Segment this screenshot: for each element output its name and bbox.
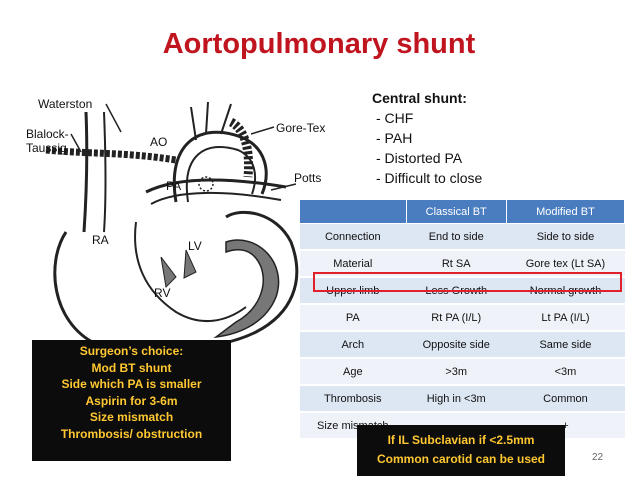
table-row: Material Rt SA Gore tex (Lt SA) <box>299 250 625 278</box>
page-number: 22 <box>592 452 604 463</box>
table-header-modified: Modified BT <box>505 199 626 224</box>
callout-line: Aspirin for 3-6m <box>85 393 178 408</box>
goretex-arrow <box>250 126 275 135</box>
pulmonary-artery-inner <box>150 191 282 205</box>
central-shunt-item: - PAH <box>376 130 413 146</box>
table-cell-feature: Age <box>299 358 407 386</box>
note-line: Common carotid can be used <box>376 452 546 466</box>
heart-outline <box>53 210 299 353</box>
central-shunt-item: - CHF <box>376 110 414 126</box>
gore-tex-graft <box>228 117 254 178</box>
aortic-arch-outline <box>172 130 268 203</box>
table-cell-modified: <3m <box>506 358 625 386</box>
table-cell-classical: Opposite side <box>406 331 507 359</box>
table-cell-feature: Thrombosis <box>299 385 407 413</box>
vena-cava <box>82 111 89 233</box>
callout-line: Thrombosis/ obstruction <box>60 426 203 441</box>
table-cell-feature: Arch <box>299 331 407 359</box>
label-lv: LV <box>188 239 202 253</box>
central-shunt-item: - Difficult to close <box>376 170 483 186</box>
callout-line: Side which PA is smaller <box>61 377 202 391</box>
table-row-highlighted: Upper limb Less Growth Normal growth <box>299 277 625 305</box>
table-cell-classical: Rt PA (I/L) <box>406 304 507 332</box>
slide-title: Aortopulmonary shunt <box>162 28 476 60</box>
left-ventricle-wall <box>213 239 280 339</box>
aortic-arch-inner <box>185 145 256 203</box>
label-goretex: Gore-Tex <box>276 121 325 135</box>
surgeon-choice-callout: Surgeon’s choice: Mod BT shunt Side whic… <box>32 340 231 461</box>
table-header-blank <box>299 199 407 224</box>
table-cell-modified: Normal growth <box>506 277 625 305</box>
table-cell-classical: Less Growth <box>406 277 507 305</box>
label-rv: RV <box>154 286 170 300</box>
potts-arrow <box>270 183 297 191</box>
table-row: PA Rt PA (I/L) Lt PA (I/L) <box>299 304 625 332</box>
callout-line: Surgeon’s choice: <box>79 344 184 358</box>
subclavian-note-callout: If IL Subclavian if <2.5mm Common caroti… <box>357 425 565 476</box>
table-cell-feature: PA <box>299 304 407 332</box>
pulmonary-artery <box>145 178 287 194</box>
label-potts: Potts <box>294 171 321 185</box>
waterston-arrow <box>105 103 122 133</box>
table-cell-classical: High in <3m <box>406 385 507 413</box>
table-cell-classical: End to side <box>406 223 507 251</box>
table-cell-modified: Gore tex (Lt SA) <box>506 250 625 278</box>
table-row: Age >3m <3m <box>299 358 625 386</box>
callout-line: Size mismatch <box>89 410 174 424</box>
label-pa: PA <box>166 179 181 193</box>
note-line: If IL Subclavian if <2.5mm <box>387 433 535 447</box>
blalock-taussig-shunt <box>45 146 177 164</box>
table-row: Arch Opposite side Same side <box>299 331 625 359</box>
bt-shunt-comparison-table: Classical BT Modified BT Connection End … <box>299 199 626 440</box>
shunt-site-circle <box>198 176 214 192</box>
label-waterston: Waterston <box>38 97 92 111</box>
valve-leaflets <box>160 249 197 289</box>
central-shunt-item: - Distorted PA <box>376 150 463 166</box>
table-cell-feature: Material <box>299 250 407 278</box>
table-header-row: Classical BT Modified BT <box>299 199 626 224</box>
table-header-classical: Classical BT <box>405 199 507 224</box>
callout-line: Mod BT shunt <box>91 360 172 375</box>
central-shunt-heading: Central shunt: <box>372 90 467 106</box>
arch-vessels <box>190 101 232 141</box>
table-cell-modified: Common <box>506 385 625 413</box>
heart-diagram-svg: Waterston Blalock- Taussig AO Gore-Tex P… <box>26 82 326 357</box>
label-ra: RA <box>92 233 109 247</box>
central-shunt-notes: Central shunt: - CHF - PAH - Distorted P… <box>372 88 482 188</box>
heart-shunt-diagram: Waterston Blalock- Taussig AO Gore-Tex P… <box>26 82 326 357</box>
table-cell-feature: Size mismatch <box>299 412 407 440</box>
ventricular-septum <box>134 221 247 323</box>
label-taussig: Taussig <box>26 141 67 155</box>
table-cell-feature: Upper limb <box>299 277 407 305</box>
table-cell-modified: Side to side <box>506 223 625 251</box>
table-cell-classical: >3m <box>406 358 507 386</box>
table-cell-classical: Rt SA <box>406 250 507 278</box>
table-cell-feature: Connection <box>299 223 407 251</box>
table-cell-modified: Lt PA (I/L) <box>506 304 625 332</box>
blalock-arrow <box>70 133 82 153</box>
label-ao: AO <box>150 135 167 149</box>
table-row: Thrombosis High in <3m Common <box>299 385 625 413</box>
vena-cava-inner <box>103 111 107 233</box>
table-row: Connection End to side Side to side <box>299 223 625 251</box>
label-blalock: Blalock- <box>26 127 69 141</box>
table-cell-modified: Same side <box>506 331 625 359</box>
